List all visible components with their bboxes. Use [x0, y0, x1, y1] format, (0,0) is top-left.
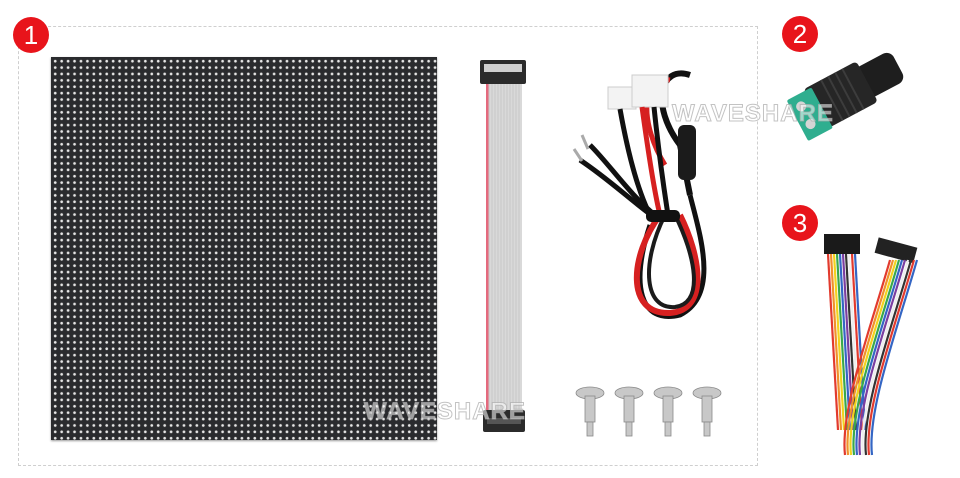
ribbon-cable-image: [480, 60, 526, 432]
power-cable-image: [572, 70, 707, 319]
badge-2: 2: [782, 16, 818, 52]
watermark-top: WAVESHARE: [672, 100, 834, 128]
screws-image: [575, 386, 722, 437]
led-matrix-panel-image: [51, 57, 437, 440]
badge-3: 3: [782, 205, 818, 241]
rainbow-jumper-cable-image: [824, 234, 919, 456]
kit-contents-frame: [18, 26, 758, 466]
watermark-bottom: WAVESHARE: [364, 398, 526, 426]
dc-jack-adapter-image: [787, 52, 904, 141]
badge-1: 1: [13, 17, 49, 53]
